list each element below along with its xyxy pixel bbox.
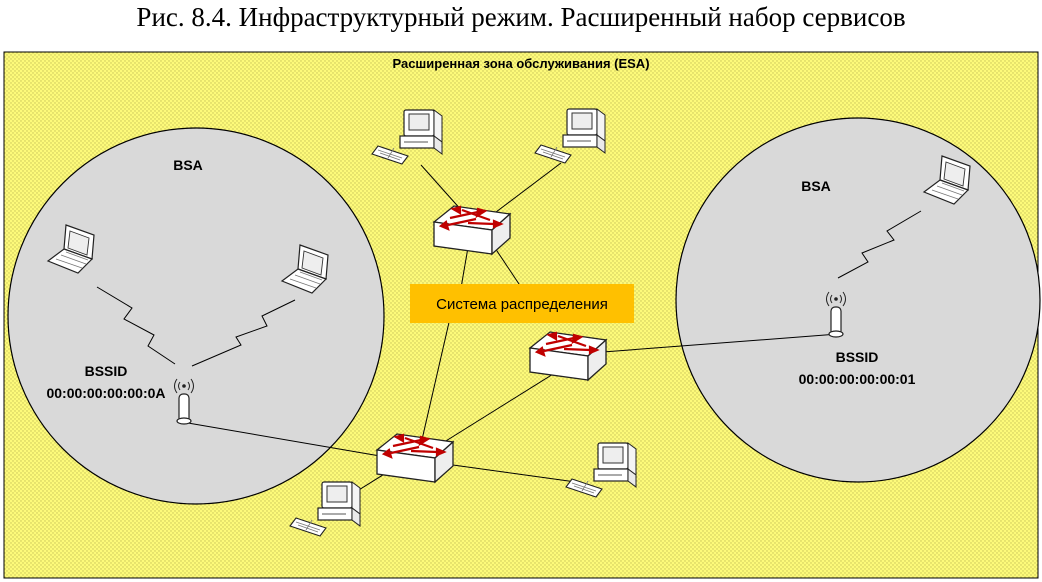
left-bsa-circle — [7, 127, 385, 505]
wireless-links — [96, 210, 922, 367]
right-bsa-title: BSA — [801, 178, 831, 194]
left-bssid-label: BSSID — [85, 363, 128, 379]
figure-caption: Рис. 8.4. Инфраструктурный режим. Расшир… — [136, 2, 906, 32]
right-bsa-circle — [675, 117, 1041, 483]
right-bssid-label: BSSID — [836, 349, 879, 365]
distribution-system-box — [410, 284, 634, 323]
switch-bottom — [375, 432, 455, 484]
left-bsa-title: BSA — [173, 157, 203, 173]
distribution-system-label: Система распределения — [436, 296, 608, 313]
esa-title: Расширенная зона обслуживания (ESA) — [392, 56, 649, 71]
left-bssid-value: 00:00:00:00:00:0A — [46, 385, 165, 401]
switch-top — [432, 204, 512, 256]
switch-right — [528, 330, 608, 382]
right-bssid-value: 00:00:00:00:00:01 — [799, 371, 916, 387]
